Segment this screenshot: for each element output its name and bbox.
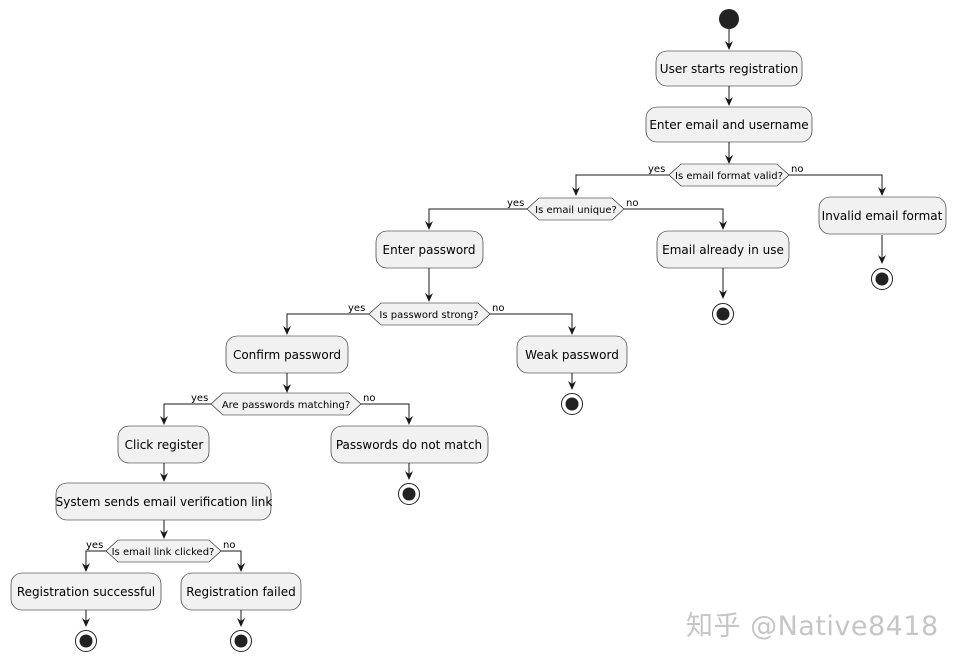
stop-node-registration-success [75,630,97,652]
activity-enter-email: Enter email and username [645,106,813,143]
activity-label: Confirm password [233,348,341,362]
activity-click-register: Click register [117,425,210,464]
decision-email-unique: Is email unique? [526,197,625,221]
branch-label-no: no [363,393,375,404]
edge-email-format-yes [572,174,669,196]
decision-label: Is password strong? [379,310,478,321]
activity-registration-success: Registration successful [10,572,162,611]
edge-link-clicked-yes [82,550,106,572]
decision-link-clicked: Is email link clicked? [105,539,222,563]
decision-passwords-match: Are passwords matching? [210,392,362,416]
branch-label-no: no [492,303,504,314]
edge-password-strong-yes [283,313,369,335]
decision-label: Is email format valid? [675,171,783,182]
stop-node-invalid-email [871,268,893,290]
activity-passwords-no-match: Passwords do not match [330,425,489,464]
decision-label: Are passwords matching? [222,400,350,411]
activity-registration-failed: Registration failed [180,572,302,611]
activity-invalid-email: Invalid email format [818,196,947,235]
branch-label-no: no [791,164,803,175]
branch-label-yes: yes [648,164,665,175]
stop-node-registration-failed [230,630,252,652]
edge-email-format-no [789,174,886,196]
decision-password-strong: Is password strong? [368,302,491,326]
edge-password-strong-no [490,313,576,335]
activity-label: Registration successful [17,585,155,599]
activity-start-registration: User starts registration [655,50,803,87]
activity-label: Enter password [383,243,476,257]
edge-email-unique-yes [425,208,527,230]
activity-label: Passwords do not match [336,438,482,452]
activity-label: Enter email and username [649,118,808,132]
edge-email-unique-no [624,208,727,230]
branch-label-yes: yes [348,303,365,314]
branch-label-yes: yes [86,540,103,551]
flow-edges [82,29,886,627]
activity-label: Registration failed [186,585,295,599]
stop-node-weak-password [561,393,583,415]
decision-email-format: Is email format valid? [668,163,790,187]
activity-label: System sends email verification link [56,495,273,509]
activity-label: Weak password [525,348,619,362]
edge-link-clicked-no [221,550,245,572]
activity-label: User starts registration [660,62,798,76]
branch-label-no: no [626,198,638,209]
start-node [719,9,739,29]
branch-label-yes: yes [507,198,524,209]
watermark: 知乎 @Native8418 [686,611,939,642]
activity-label: Email already in use [662,243,784,257]
activity-weak-password: Weak password [516,335,628,374]
activity-confirm-password: Confirm password [225,335,349,374]
edge-passwords-match-yes [160,403,211,425]
activity-email-in-use: Email already in use [656,230,790,269]
activity-label: Click register [125,438,204,452]
activity-send-verification: System sends email verification link [56,482,273,521]
branch-label-no: no [223,540,235,551]
stop-node-passwords-no-match [398,483,420,505]
activity-enter-password: Enter password [375,230,484,269]
edge-passwords-match-no [361,403,413,425]
activity-label: Invalid email format [822,209,943,223]
decision-label: Is email link clicked? [112,547,215,558]
decision-label: Is email unique? [535,205,617,216]
branch-label-yes: yes [191,393,208,404]
stop-node-email-in-use [712,303,734,325]
